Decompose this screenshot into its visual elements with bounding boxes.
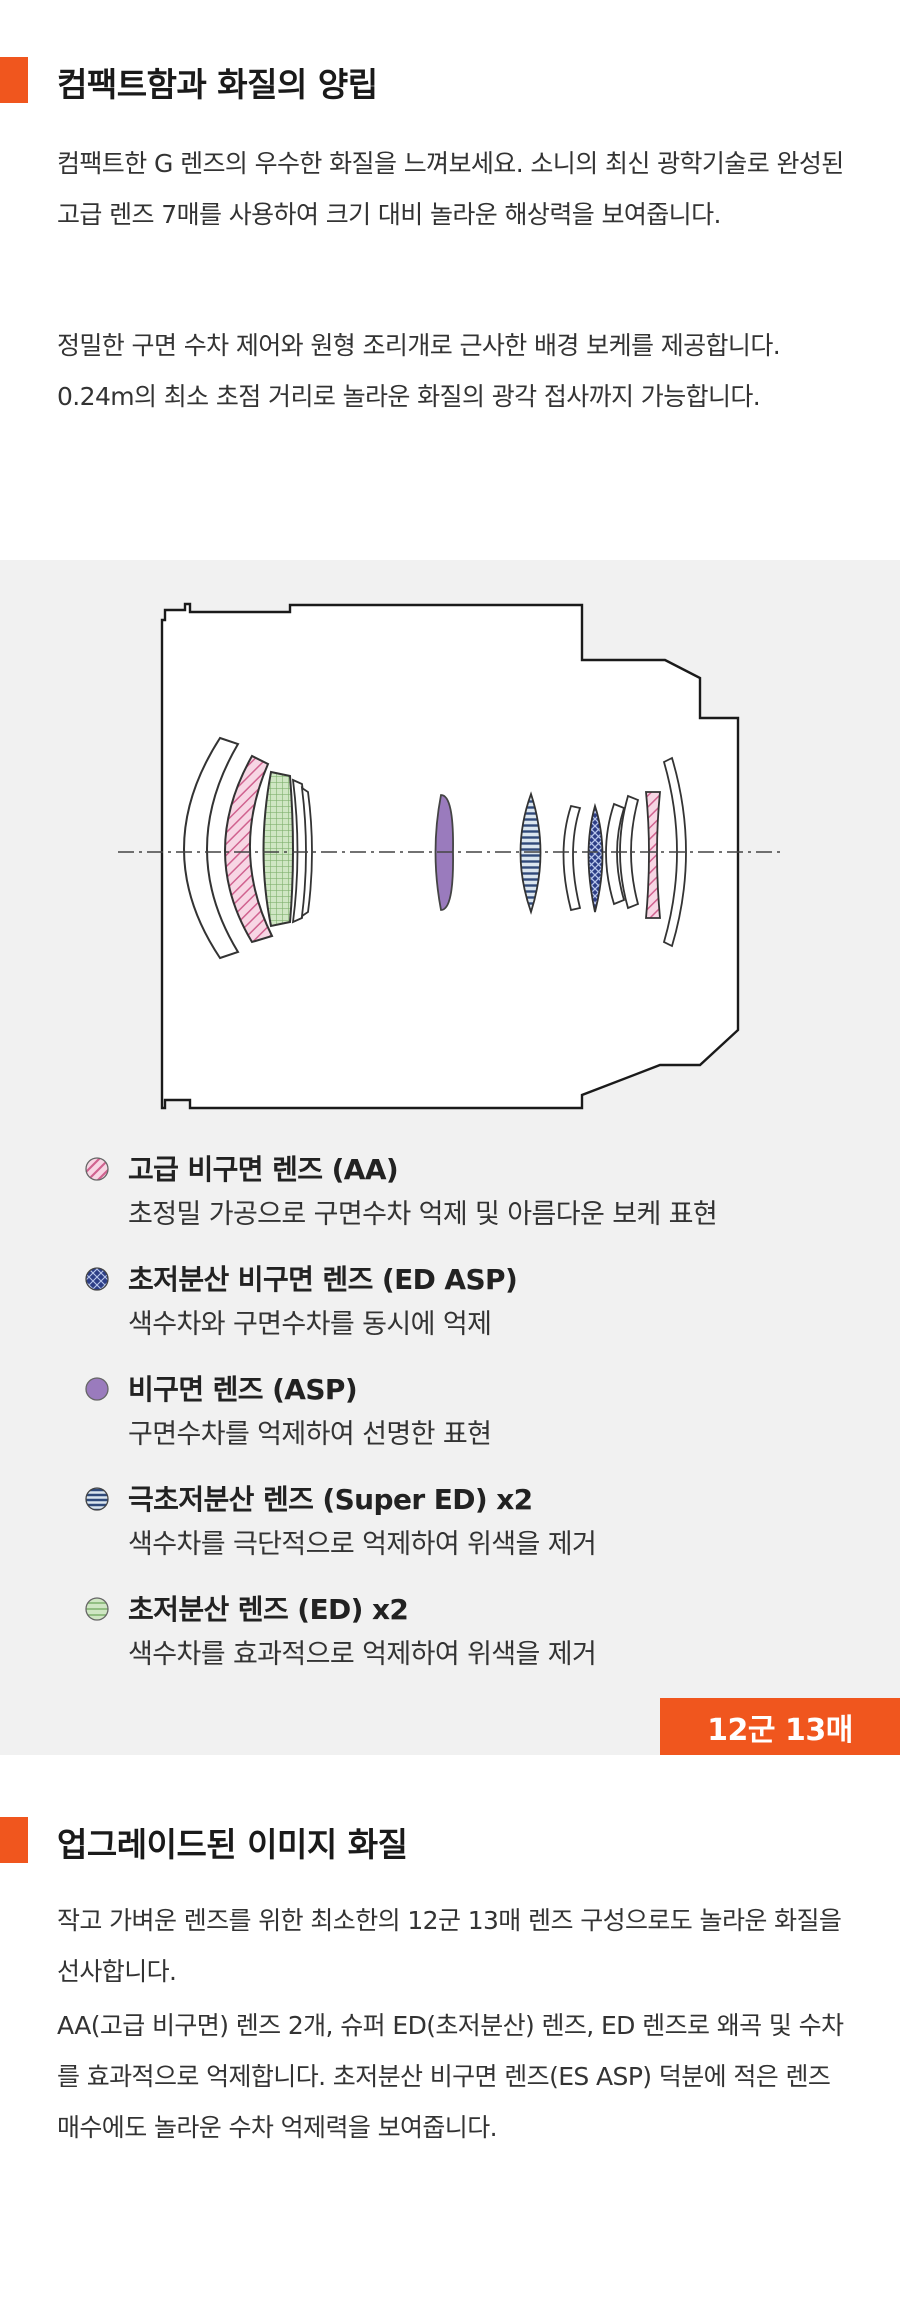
- legend-title: 초저분산 비구면 렌즈 (ED ASP): [128, 1263, 518, 1296]
- legend-description: 초정밀 가공으로 구면수차 억제 및 아름다운 보케 표현: [128, 1199, 718, 1230]
- navy-crosshatch-circle-icon: [85, 1267, 109, 1291]
- legend-description: 색수차를 효과적으로 억제하여 위색을 제거: [128, 1639, 597, 1670]
- section-heading: 컴팩트함과 화질의 양립: [57, 65, 378, 104]
- ed-asp-element: [587, 802, 604, 913]
- aa-aspherical-element: [645, 791, 661, 919]
- rear-meniscus-element: [662, 756, 687, 948]
- legend-item-ed-asp: 초저분산 비구면 렌즈 (ED ASP) 색수차와 구면수차를 동시에 억제: [84, 1258, 844, 1358]
- heading-accent-bar: [0, 57, 28, 103]
- legend-title: 고급 비구면 렌즈 (AA): [128, 1153, 399, 1186]
- lens-diagram-section: 고급 비구면 렌즈 (AA) 초정밀 가공으로 구면수차 억제 및 아름다운 보…: [0, 560, 900, 1755]
- section-paragraph: 정밀한 구면 수차 제어와 원형 조리개로 근사한 배경 보케를 제공합니다. …: [57, 331, 781, 411]
- legend-item-super-ed: 극초저분산 렌즈 (Super ED) x2 색수차를 극단적으로 억제하여 위…: [84, 1478, 844, 1578]
- legend-item-aa: 고급 비구면 렌즈 (AA) 초정밀 가공으로 구면수차 억제 및 아름다운 보…: [84, 1148, 844, 1248]
- purple-circle-icon: [85, 1377, 109, 1401]
- ed-element: [262, 770, 294, 928]
- pink-hatched-circle-icon: [85, 1157, 109, 1181]
- heading-accent-bar: [0, 1817, 28, 1863]
- aa-aspherical-element: [224, 754, 274, 944]
- section-paragraph: 컴팩트한 G 렌즈의 우수한 화질을 느껴보세요. 소니의 최신 광학기술로 완…: [57, 149, 844, 229]
- section-compact-quality: 컴팩트함과 화질의 양립 컴팩트한 G 렌즈의 우수한 화질을 느껴보세요. 소…: [0, 0, 900, 560]
- lens-cross-section-diagram: [118, 602, 782, 1110]
- lens-group-badge: 12군 13매: [660, 1698, 900, 1755]
- legend-title: 극초저분산 렌즈 (Super ED) x2: [128, 1483, 533, 1516]
- section-upgraded-quality: 업그레이드된 이미지 화질 작고 가벼운 렌즈를 위한 최소한의 12군 13매…: [0, 1755, 900, 2314]
- legend-description: 색수차를 극단적으로 억제하여 위색을 제거: [128, 1529, 597, 1560]
- section-paragraph: 작고 가벼운 렌즈를 위한 최소한의 12군 13매 렌즈 구성으로도 놀라운 …: [57, 1906, 842, 1986]
- navy-striped-circle-icon: [85, 1487, 109, 1511]
- meniscus-element: [562, 804, 582, 912]
- green-grid-circle-icon: [85, 1597, 109, 1621]
- legend-item-asp: 비구면 렌즈 (ASP) 구면수차를 억제하여 선명한 표현: [84, 1368, 844, 1468]
- super-ed-element: [519, 791, 542, 915]
- front-meniscus-element: [183, 736, 240, 960]
- meniscus-element: [605, 802, 626, 906]
- legend-description: 구면수차를 억제하여 선명한 표현: [128, 1419, 492, 1450]
- section-paragraph: AA(고급 비구면) 렌즈 2개, 슈퍼 ED(초저분산) 렌즈, ED 렌즈로…: [57, 2011, 844, 2142]
- section-heading: 업그레이드된 이미지 화질: [57, 1825, 408, 1864]
- meniscus-element: [619, 794, 640, 910]
- legend-title: 초저분산 렌즈 (ED) x2: [128, 1593, 409, 1626]
- legend-item-ed: 초저분산 렌즈 (ED) x2 색수차를 효과적으로 억제하여 위색을 제거: [84, 1588, 844, 1688]
- legend-title: 비구면 렌즈 (ASP): [128, 1373, 358, 1406]
- legend-description: 색수차와 구면수차를 동시에 억제: [128, 1309, 492, 1340]
